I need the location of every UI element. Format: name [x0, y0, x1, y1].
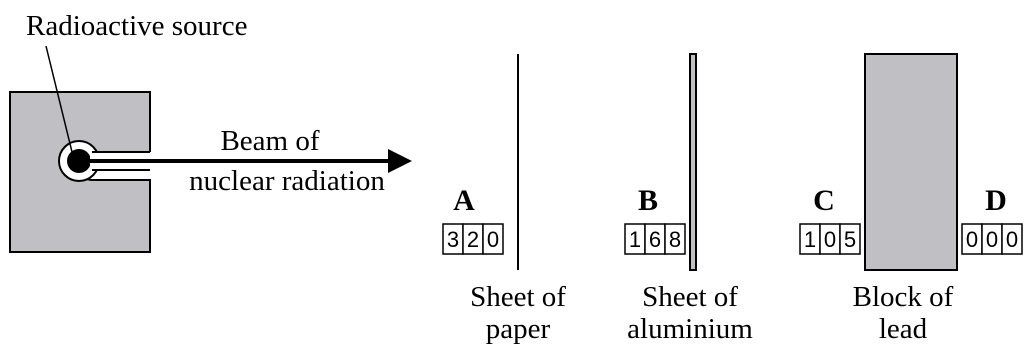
counter-a-digit-3: 0 [487, 227, 499, 252]
source-leader-line [45, 45, 74, 157]
counter-d-digit-1: 0 [966, 227, 978, 252]
counter-c-digit-1: 1 [804, 227, 816, 252]
aluminium-sheet [689, 53, 697, 271]
beam-label-line2: nuclear radiation [189, 165, 385, 197]
counter-b-digit-1: 1 [629, 227, 641, 252]
beam-label-line1: Beam of [220, 125, 319, 157]
counter-b: 1 6 8 [624, 223, 686, 255]
position-label-b: B [638, 184, 658, 217]
counter-c-digit-2: 0 [824, 227, 836, 252]
counter-d-digit-2: 0 [986, 227, 998, 252]
lead-label-line1: Block of [853, 281, 954, 313]
aluminium-label-line2: aluminium [627, 313, 753, 345]
lead-label-line2: lead [879, 313, 928, 345]
source-label: Radioactive source [26, 10, 247, 42]
position-label-d: D [985, 184, 1007, 217]
counter-c: 1 0 5 [799, 223, 861, 255]
counter-b-digit-2: 6 [649, 227, 661, 252]
counter-d-digit-3: 0 [1006, 227, 1018, 252]
counter-a: 3 2 0 [442, 223, 504, 255]
counter-c-digit-3: 5 [844, 227, 856, 252]
beam-arrowhead [388, 149, 412, 173]
paper-label-line2: paper [486, 313, 551, 345]
counter-b-digit-3: 8 [669, 227, 681, 252]
lead-block [864, 53, 958, 271]
position-label-a: A [453, 184, 475, 217]
counter-a-digit-1: 3 [447, 227, 459, 252]
position-label-c: C [813, 184, 835, 217]
aluminium-label-line1: Sheet of [642, 281, 738, 313]
counter-d: 0 0 0 [961, 223, 1023, 255]
counter-a-digit-2: 2 [467, 227, 479, 252]
paper-label-line1: Sheet of [470, 281, 566, 313]
